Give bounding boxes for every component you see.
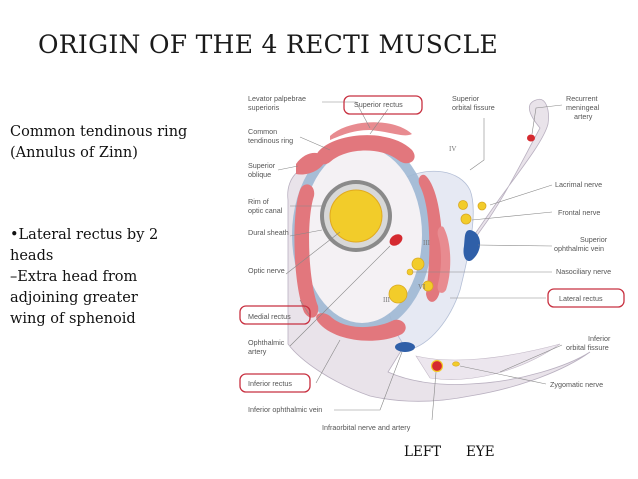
label-lateral-rectus: Lateral rectus (559, 294, 603, 303)
ophthalmic-artery (389, 234, 403, 246)
leader-lacrimal (489, 184, 553, 206)
inferior-rectus-muscle (316, 313, 406, 341)
label-zygomatic-nerve: Zygomatic nerve (550, 380, 603, 389)
optic-nerve (329, 189, 383, 243)
leader-medial (299, 299, 311, 317)
lateral-rectus-note: •Lateral rectus by 2 heads –Extra head f… (10, 225, 158, 330)
eye-label-eye: EYE (466, 444, 495, 460)
label-sup-oblique-2: oblique (248, 170, 271, 179)
inferior-fissure (415, 343, 561, 380)
label-ophthalmic-2: artery (248, 347, 267, 356)
leader-zygomatic (459, 365, 547, 385)
leader-ophthalmic (289, 245, 391, 347)
leader-common-ring (299, 136, 331, 151)
leader-inferior-rectus (315, 339, 341, 384)
leader-levator (322, 101, 371, 129)
lacrimal-nerve-dot (477, 201, 487, 211)
ring-line-1: Common tendinous ring (10, 124, 188, 140)
label-sof-2: orbital fissure (452, 103, 495, 112)
ring-line-2: (Annulus of Zinn) (10, 145, 138, 161)
label-common-1: Common (248, 127, 277, 136)
frontal-nerve-dot (460, 213, 472, 225)
label-nasociliary-nerve: Nasociliary nerve (556, 267, 611, 276)
superior-rectus-muscle (316, 135, 415, 165)
highlight-medial-rectus (239, 305, 311, 325)
label-sof-1: Superior (452, 94, 480, 103)
lateral-note-line-2: heads (10, 248, 54, 264)
label-dural-sheath: Dural sheath (248, 228, 289, 237)
label-recurrent-2: meningeal (566, 103, 600, 112)
leader-inferior-vein (334, 351, 403, 411)
lateral-note-line-5: wing of sphenoid (10, 311, 136, 327)
numeral-iii-upper: III (423, 239, 431, 247)
label-rim-1: Rim of (248, 197, 269, 206)
numeral-iii-lower: III (383, 296, 391, 304)
lateral-rectus-muscle (418, 174, 443, 302)
ring-description: Common tendinous ring (Annulus of Zinn) (10, 122, 187, 164)
zygomatic-nerve-dot (452, 361, 460, 367)
label-inferior-ophthalmic-vein: Inferior ophthalmic vein (248, 405, 322, 414)
label-medial-rectus: Medial rectus (248, 312, 291, 321)
lateral-rectus-upper-head (437, 226, 451, 293)
leader-superior-rectus (369, 108, 389, 135)
infraorbital-artery (430, 359, 444, 373)
highlight-inferior-rectus (239, 373, 311, 393)
oculomotor-nerve-superior (411, 257, 425, 271)
levator-muscle (330, 122, 412, 140)
leader-iof (499, 344, 563, 373)
leader-dural (289, 229, 323, 237)
label-infraorbital: Infraorbital nerve and artery (322, 423, 411, 432)
numeral-vi: VI (418, 283, 426, 291)
label-levator-1: Levator palpebrae (248, 94, 306, 103)
slide-title: ORIGIN OF THE 4 RECTI MUSCLE (38, 30, 499, 59)
label-inferior-rectus: Inferior rectus (248, 379, 292, 388)
lateral-note-line-1: •Lateral rectus by 2 (10, 227, 159, 243)
recurrent-meningeal-artery (527, 134, 535, 142)
highlight-superior-rectus (343, 95, 423, 115)
label-lacrimal-nerve: Lacrimal nerve (555, 180, 602, 189)
label-frontal-nerve: Frontal nerve (558, 208, 600, 217)
label-iof-2: orbital fissure (566, 343, 609, 352)
label-rim-2: optic canal (248, 206, 283, 215)
label-sup-vein-2: ophthalmic vein (554, 244, 604, 253)
medial-rectus-muscle (294, 184, 319, 318)
label-ophthalmic-1: Ophthalmic (248, 338, 285, 347)
label-superior-rectus: Superior rectus (354, 100, 403, 109)
label-recurrent-1: Recurrent (566, 94, 598, 103)
label-optic-nerve: Optic nerve (248, 266, 285, 275)
label-recurrent-3: artery (574, 112, 593, 121)
label-common-2: tendinous ring (248, 136, 293, 145)
lateral-note-line-4: adjoining greater (10, 290, 138, 306)
lateral-note-line-3: –Extra head from (10, 269, 138, 285)
leader-infraorbital (431, 371, 437, 421)
leader-optic (285, 231, 341, 275)
leader-frontal (471, 211, 553, 221)
oculomotor-nerve-inferior (388, 284, 408, 304)
numeral-iv: IV (449, 145, 456, 153)
abducens-nerve (422, 280, 434, 292)
superior-oblique-muscle (296, 152, 326, 175)
leader-sup-vein (477, 244, 553, 247)
label-sup-vein-1: Superior (580, 235, 608, 244)
leader-superior-oblique (277, 165, 299, 171)
superior-ophthalmic-vein (463, 230, 481, 262)
label-iof-1: Inferior (588, 334, 611, 343)
eye-label-left: LEFT (404, 444, 442, 460)
label-levator-2: superioris (248, 103, 280, 112)
highlight-lateral-rectus (547, 288, 625, 308)
trochlear-nerve (458, 200, 468, 210)
inferior-ophthalmic-vein (395, 342, 415, 352)
label-sup-oblique-1: Superior (248, 161, 276, 170)
leader-recurrent (531, 104, 563, 135)
leader-sof (469, 118, 485, 171)
